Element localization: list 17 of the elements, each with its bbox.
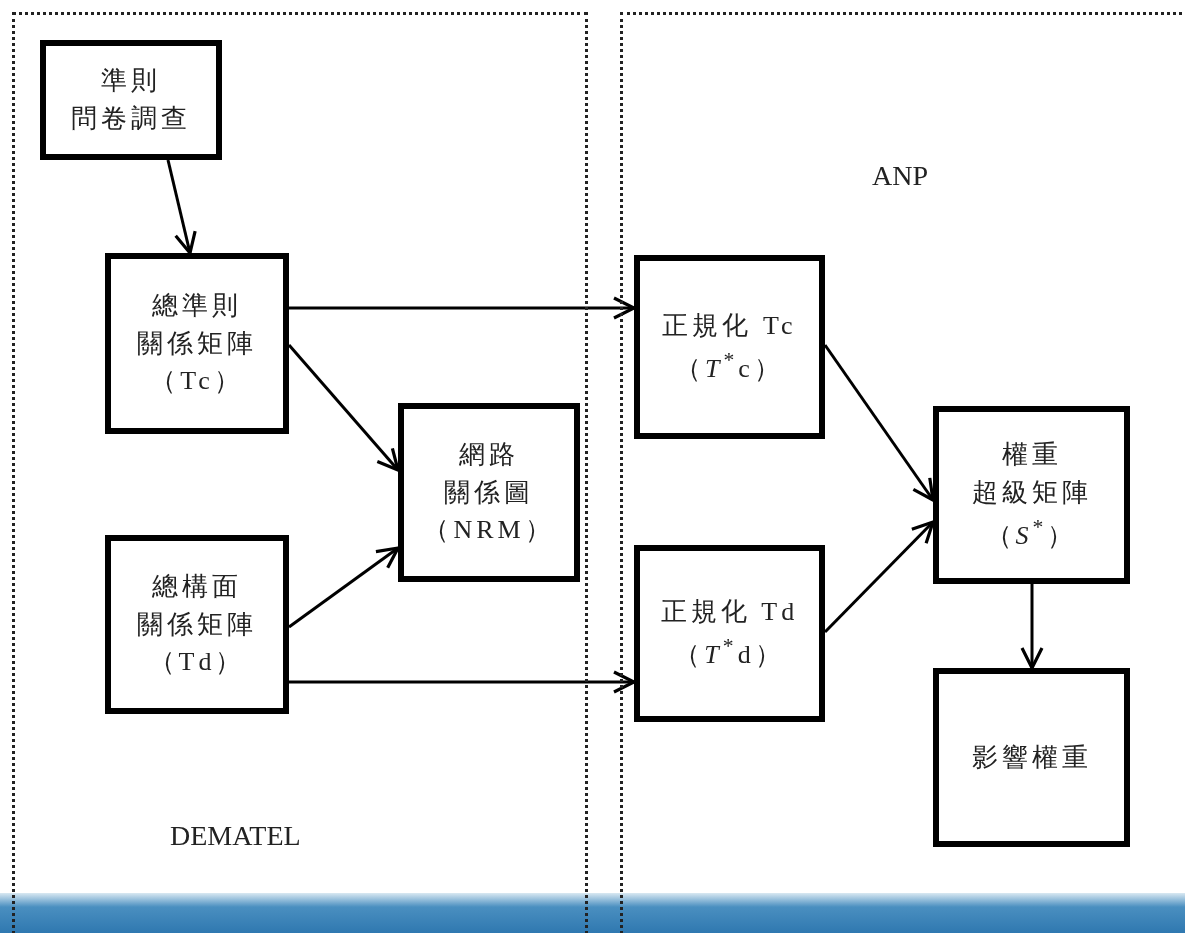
process-box: 影響權重	[933, 668, 1130, 847]
section-heading: DEMATEL	[170, 820, 301, 852]
process-box: 正規化 Td（T$^{*}$d）	[634, 545, 825, 722]
arrow	[289, 296, 636, 320]
process-box: 總構面關係矩陣（Td）	[105, 535, 289, 714]
arrow	[289, 670, 636, 694]
process-box: 正規化 Tc（T$^{*}$c）	[634, 255, 825, 439]
process-box: 總準則關係矩陣（Tc）	[105, 253, 289, 434]
arrow	[1020, 584, 1044, 670]
process-box: 準則問卷調查	[40, 40, 222, 160]
process-box: 網路關係圖（NRM）	[398, 403, 580, 582]
arrow	[166, 159, 197, 255]
section-heading: ANP	[872, 160, 928, 192]
arrow	[288, 546, 400, 629]
dotted-frame	[12, 12, 588, 933]
process-box: 權重超級矩陣（S$^{*}$）	[933, 406, 1130, 584]
dotted-frame	[620, 12, 1185, 933]
